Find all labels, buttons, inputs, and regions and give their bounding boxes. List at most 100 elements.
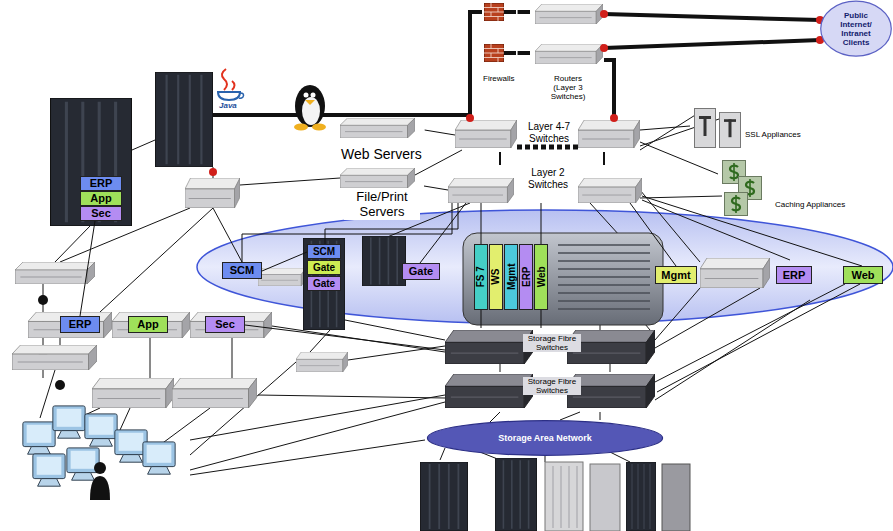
switch-icon [28,312,112,338]
workstation-icon [33,454,65,486]
label-tag: Mgmt [655,266,697,284]
switch-icon [172,378,257,408]
workstation-icon [143,442,175,474]
device-group: Caching Appliances [718,158,858,218]
connector-group [424,186,448,190]
device-label: SSL Appliances [744,130,802,139]
vertical-label-tag: ERP [519,244,533,310]
label-tag: SCM [222,262,262,279]
vertical-label-tag: WS [489,244,503,310]
node-label: Public Internet/ Intranet Clients [835,11,877,48]
storage-device [626,462,656,531]
wire-dot [55,380,65,390]
device-group: File/Print Servers [338,166,424,224]
device-group: Web Servers [338,116,425,166]
connector [420,203,466,263]
switch-icon [578,120,640,148]
storage-switch-icon [445,374,533,408]
label-tag: Sec [205,316,245,333]
node-outline [427,421,662,456]
switch-icon [190,312,272,338]
switch-icon [448,178,514,203]
device-label: Layer 2 Switches [521,167,575,190]
connector-dot [600,44,608,52]
vertical-label-tag: Web [534,244,548,310]
connector [640,142,718,174]
linux-penguin [302,97,320,125]
connector-group [657,284,860,392]
device-label: Caching Appliances [774,200,846,209]
switch-icon [296,352,348,372]
java-logo [222,69,227,90]
workstation-icon [94,462,106,474]
connector [518,10,530,14]
workstation-icon [85,414,117,446]
label-tag: Sec [80,206,122,221]
device-group: Storage Fibre Switches [445,370,657,412]
switch-icon [340,118,415,138]
server-tower [362,236,406,286]
large-server [463,233,663,325]
connector [262,252,307,271]
switch-icon [185,178,240,208]
device-label: Web Servers [340,146,423,162]
linux-penguin [304,93,309,98]
large-server [558,245,650,309]
connector-group [518,53,530,54]
device-label: File/Print Servers [344,190,420,220]
network-cloud: Public Internet/ Intranet Clients [820,0,892,57]
node-label: Web [851,269,874,282]
linux-penguin [312,124,326,131]
linux-penguin [294,124,308,131]
connector-group [600,412,601,420]
label-tag: SCM [307,244,341,259]
storage-device [420,458,690,531]
connector-group [481,203,482,244]
device-group: Firewalls [482,2,518,86]
vertical-label-tag: Mgmt [504,244,518,310]
workstation-icon [23,422,55,454]
vertical-label-tag: FS 7 [474,244,488,310]
java-logo [218,92,240,100]
connector [640,126,690,130]
storage-device [420,462,468,531]
connector [518,51,530,55]
cluster-band [197,210,893,324]
connector [245,325,445,350]
label-tag: Gate [307,276,341,291]
device-label: Routers (Layer 3 Switches) [545,74,591,102]
connector-group [600,10,824,24]
label-tag: App [128,316,168,333]
connector [604,40,820,48]
switch-icon [112,312,190,338]
workstation-icon [90,476,110,500]
device-group: Layer 2 Switches [448,165,642,203]
connector-group [640,126,690,130]
linux-penguin [311,93,316,98]
storage-device [495,458,537,531]
switch-icon [700,258,770,288]
connector [642,196,862,266]
switch-icon [535,4,603,24]
appliance-icon [695,109,716,148]
connector-group [630,203,676,266]
connector-group [541,310,542,328]
switch-icon [455,120,517,148]
connector-group [642,196,862,266]
node-label: Storage Area Network [498,433,592,443]
switch-icon [15,262,95,284]
appliance-icon [720,112,741,147]
connector-dot [466,114,474,122]
firewall-icon [484,3,504,62]
mainframe [50,98,132,226]
connector [481,310,482,328]
connector-group [640,142,718,174]
server-tower [303,236,406,330]
label-tag: Web [843,266,883,284]
device-group: SSL Appliances [690,106,812,152]
switch-icon [578,178,642,203]
label-tag: Gate [307,260,341,275]
label-tag: ERP [776,266,812,284]
storage-switch-icon [445,330,655,408]
